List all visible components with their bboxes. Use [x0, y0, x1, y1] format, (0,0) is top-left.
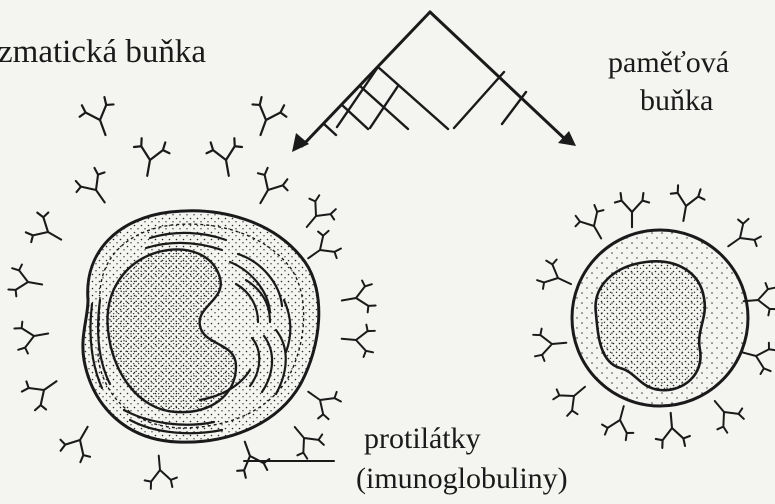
antibody-y-icon: [7, 263, 45, 301]
antibodies-label-line2: (imunoglobuliny): [356, 462, 568, 495]
antibody-y-icon: [205, 137, 247, 179]
branch-tick: [370, 86, 398, 128]
arrow-left-head: [292, 133, 309, 152]
memory-cell-label-line1: paměťová: [608, 46, 729, 79]
antibody-y-icon: [129, 137, 171, 179]
antibody-y-icon: [667, 184, 707, 224]
branch-tick: [324, 124, 336, 135]
antibody-y-icon: [615, 193, 649, 227]
memory-cell-label-line2: buňka: [640, 84, 713, 117]
antibody-y-icon: [13, 318, 51, 356]
antibody-y-icon: [600, 402, 640, 442]
branch-tick: [378, 67, 448, 129]
branch-tick: [454, 72, 504, 128]
antibody-y-icon: [71, 165, 119, 213]
antibody-y-icon: [719, 214, 764, 259]
memory-cell: [572, 230, 748, 406]
arrow-right-shaft: [430, 12, 566, 140]
antibody-y-icon: [535, 256, 578, 299]
antibody-y-icon: [299, 378, 344, 423]
branch-tick: [502, 92, 526, 124]
differentiation-tree: [292, 12, 576, 152]
antibody-y-icon: [282, 417, 328, 463]
antibody-y-icon: [143, 454, 178, 489]
antibody-y-icon: [294, 192, 340, 238]
antibody-y-icon: [702, 391, 748, 437]
branch-tick: [342, 105, 368, 129]
plasma-cell-label: zmatická buňka: [0, 34, 206, 70]
antibody-y-icon: [244, 95, 290, 141]
antibody-y-icon: [23, 208, 70, 255]
antibody-y-icon: [571, 202, 615, 246]
antibody-y-icon: [19, 367, 67, 415]
antibody-y-icon: [229, 436, 273, 480]
antibodies-label-line1: protilátky: [364, 422, 481, 455]
antibody-y-icon: [550, 374, 596, 420]
antibody-y-icon: [246, 165, 293, 212]
antibody-y-icon: [76, 95, 122, 141]
antibody-y-icon: [340, 323, 375, 358]
antibody-y-icon: [56, 418, 103, 465]
antibody-y-icon: [654, 411, 691, 448]
antibody-y-icon: [339, 279, 377, 317]
antibody-y-icon: [533, 327, 568, 362]
plasma-cell: [83, 211, 319, 442]
